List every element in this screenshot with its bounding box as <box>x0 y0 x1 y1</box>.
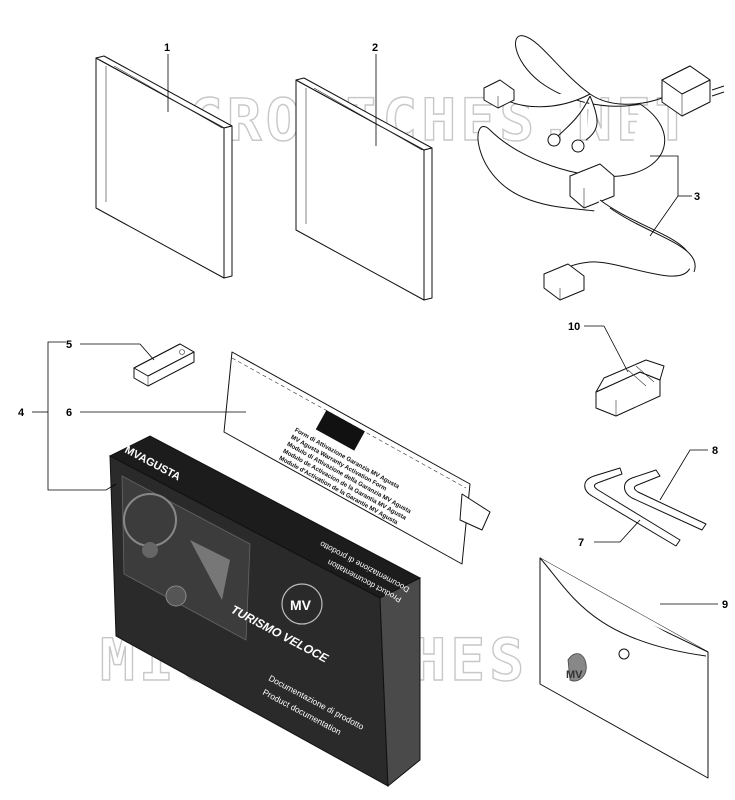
part-7-hex-key[interactable] <box>584 467 681 547</box>
part-2-manual[interactable] <box>295 77 433 301</box>
callout-6: 6 <box>66 407 72 419</box>
leader-7 <box>594 519 641 543</box>
callout-2: 2 <box>372 42 378 54</box>
callout-8: 8 <box>712 445 718 457</box>
leader-3 <box>649 155 679 237</box>
leader-5b <box>139 343 155 361</box>
callout-4: 4 <box>18 407 25 419</box>
part-5-usb-key[interactable] <box>133 343 195 387</box>
part-9-envelope[interactable]: MV <box>539 557 709 779</box>
box-logo: MV <box>290 597 312 613</box>
callout-3: 3 <box>694 191 700 203</box>
callout-9: 9 <box>722 599 728 611</box>
callout-5: 5 <box>66 339 72 351</box>
leader-10b <box>603 325 629 373</box>
callout-7: 7 <box>578 537 584 549</box>
callout-10: 10 <box>568 321 580 333</box>
part-8-hex-key[interactable] <box>624 469 707 531</box>
part-1-manual[interactable] <box>95 55 233 279</box>
callout-1: 1 <box>164 42 170 54</box>
leader-4 <box>47 341 117 491</box>
envelope-logo: MV <box>566 669 583 681</box>
part-10-clip[interactable] <box>595 359 665 417</box>
card-logo-block <box>315 410 365 451</box>
leader-8 <box>659 449 708 501</box>
part-4-documentation-box[interactable]: MV MVAGUSTA TURISMO VELOCE Documentazion… <box>108 435 422 788</box>
part-3-battery-charger[interactable] <box>477 35 725 301</box>
